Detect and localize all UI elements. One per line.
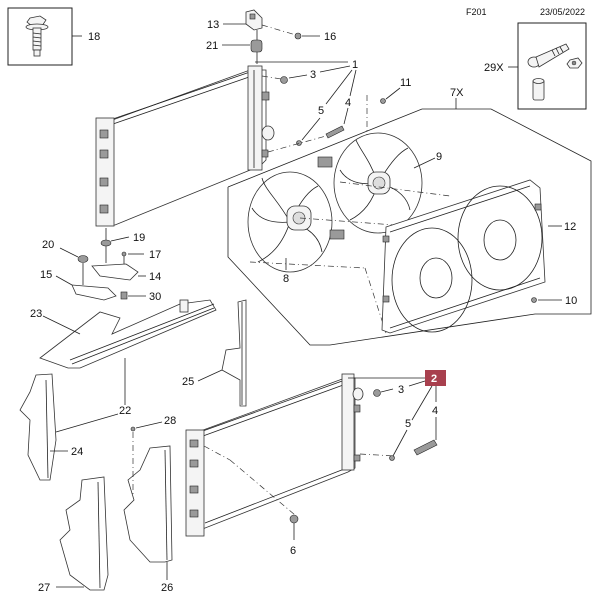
inset-hardware-29x[interactable]: [517, 22, 587, 110]
bolt-icon: [25, 15, 49, 57]
bolt-4-upper[interactable]: [325, 125, 345, 139]
grommet-20[interactable]: [77, 255, 89, 263]
screw-icon: [527, 43, 570, 68]
radiator-upper[interactable]: [95, 65, 275, 227]
screw-10[interactable]: [531, 297, 537, 303]
callout-30[interactable]: 30: [149, 291, 161, 303]
side-seal-26[interactable]: [123, 445, 173, 563]
callout-11[interactable]: 11: [400, 77, 411, 89]
inset-bolt-18[interactable]: [7, 7, 73, 66]
bolt-4-lower[interactable]: [413, 439, 438, 456]
callout-18[interactable]: 18: [88, 31, 100, 43]
screw-11[interactable]: [380, 98, 386, 104]
callout-8[interactable]: 8: [283, 273, 289, 285]
callout-25[interactable]: 25: [182, 376, 194, 388]
callout-2: 2: [431, 373, 437, 385]
nut-3-upper[interactable]: [280, 76, 288, 84]
grommet-21[interactable]: [250, 39, 263, 53]
callout-16[interactable]: 16: [324, 31, 336, 43]
callout-1[interactable]: 1: [352, 59, 358, 71]
callout-19[interactable]: 19: [133, 232, 145, 244]
fan-shroud-12[interactable]: [381, 179, 546, 334]
callout-9[interactable]: 9: [436, 151, 442, 163]
nut-6[interactable]: [289, 514, 299, 524]
callout-14[interactable]: 14: [149, 271, 161, 283]
side-seal-24[interactable]: [19, 373, 57, 481]
callout-13[interactable]: 13: [207, 19, 219, 31]
bracket-13[interactable]: [245, 9, 263, 31]
callout-15[interactable]: 15: [40, 269, 52, 281]
nut-icon: [566, 57, 583, 69]
callout-29x[interactable]: 29X: [484, 62, 504, 74]
callout-10[interactable]: 10: [565, 295, 577, 307]
connector-9[interactable]: [317, 156, 333, 168]
callout-3-upper[interactable]: 3: [310, 69, 316, 81]
side-baffle-25[interactable]: [221, 299, 247, 407]
bracket-15[interactable]: [71, 284, 117, 301]
nut-30[interactable]: [120, 291, 128, 300]
side-seal-27[interactable]: [59, 476, 109, 591]
callout-4-upper[interactable]: 4: [345, 97, 351, 109]
callout-7x[interactable]: 7X: [450, 87, 464, 99]
figure-code: F201: [466, 7, 487, 17]
fan-9[interactable]: [333, 132, 423, 234]
fan-8[interactable]: [247, 171, 333, 273]
screw-28[interactable]: [130, 426, 136, 432]
bracket-14[interactable]: [91, 263, 139, 281]
nut-3-lower[interactable]: [373, 389, 381, 397]
callout-5-lower[interactable]: 5: [405, 418, 411, 430]
callout-4-lower[interactable]: 4: [432, 405, 438, 417]
spacer-icon: [532, 78, 545, 101]
figure-date: 23/05/2022: [540, 7, 585, 17]
callout-2-highlighted[interactable]: 2: [425, 370, 446, 386]
air-deflector-22[interactable]: [39, 299, 217, 369]
callout-26[interactable]: 26: [161, 582, 173, 594]
fan-assembly-outline-7x[interactable]: [227, 108, 592, 346]
callout-27[interactable]: 27: [38, 582, 50, 594]
connector-8[interactable]: [329, 229, 345, 240]
callout-6[interactable]: 6: [290, 545, 296, 557]
grommet-19[interactable]: [100, 239, 112, 247]
callout-3-lower[interactable]: 3: [398, 384, 404, 396]
bushing-5-lower[interactable]: [389, 455, 395, 461]
callout-23[interactable]: 23: [30, 308, 42, 320]
callout-5-upper[interactable]: 5: [318, 105, 324, 117]
callout-28[interactable]: 28: [164, 415, 176, 427]
bushing-5-upper[interactable]: [296, 140, 302, 146]
screw-16[interactable]: [294, 32, 302, 40]
callout-12[interactable]: 12: [564, 221, 576, 233]
callout-17[interactable]: 17: [149, 249, 161, 261]
callout-21[interactable]: 21: [206, 40, 218, 52]
callout-24[interactable]: 24: [71, 446, 83, 458]
radiator-lower[interactable]: [185, 373, 364, 537]
callout-22[interactable]: 22: [119, 405, 131, 417]
callout-20[interactable]: 20: [42, 239, 54, 251]
